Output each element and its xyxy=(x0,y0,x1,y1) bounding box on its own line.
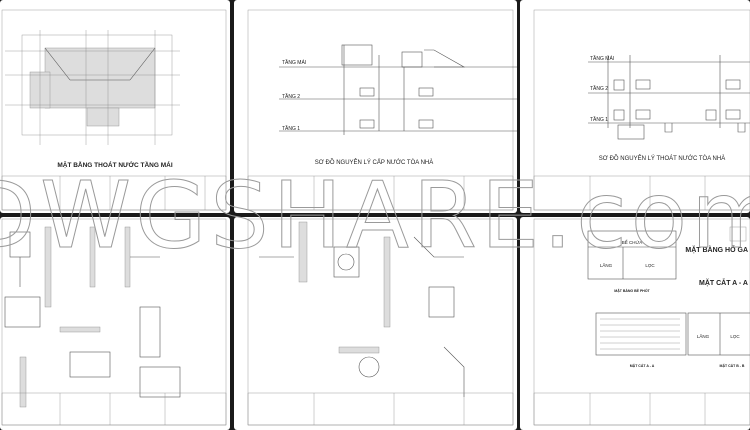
title-block xyxy=(1,392,227,426)
level-label: TẦNG 1 xyxy=(590,116,608,123)
section-settle-label: LẮNG xyxy=(697,332,710,339)
drawing-sheet-fixture-details[interactable] xyxy=(0,217,230,430)
drawing-sheet-water-supply-diagram[interactable]: TẦNG MÁI TẦNG 2 TẦNG 1 SƠ ĐỒ NGUYÊN LÝ C… xyxy=(234,0,517,213)
title-block xyxy=(533,392,750,426)
section-aa-label: MẶT CẮT A - A xyxy=(630,363,655,368)
sheet-title: SƠ ĐỒ NGUYÊN LÝ CẤP NƯỚC TÒA NHÀ xyxy=(315,158,434,166)
title-block xyxy=(247,392,514,426)
level-label: TẦNG 1 xyxy=(282,125,300,132)
title-block xyxy=(247,175,514,211)
level-label: TẦNG MÁI xyxy=(590,55,614,62)
settle-label: LẮNG xyxy=(600,261,613,268)
drawing-sheet-roof-drainage-plan[interactable]: MẶT BẰNG THOÁT NƯỚC TẦNG MÁI xyxy=(0,0,230,213)
section-bb-label: MẶT CẮT B - B xyxy=(720,363,745,368)
sheet-title: MẶT BẰNG THOÁT NƯỚC TẦNG MÁI xyxy=(57,159,172,169)
level-label: TẦNG 2 xyxy=(282,93,300,100)
level-label: TẦNG 2 xyxy=(590,85,608,92)
level-label: TẦNG MÁI xyxy=(282,59,306,66)
drawing-sheet-septic-tank[interactable]: BỂ CHỨA LẮNG LỌC MẶT BẰNG BỂ PHỐT MẶT BẰ… xyxy=(520,217,750,430)
filter-label: LỌC xyxy=(645,263,655,268)
plan-septic-label: MẶT BẰNG BỂ PHỐT xyxy=(614,288,650,293)
plan-pit-label: MẶT BẰNG HỐ GA xyxy=(685,244,748,254)
drawing-sheet-drainage-diagram[interactable]: TẦNG MÁI TẦNG 2 TẦNG 1 SƠ ĐỒ NGUYÊN LÝ T… xyxy=(520,0,750,213)
section-filter-label: LỌC xyxy=(730,334,740,339)
sheet-title: SƠ ĐỒ NGUYÊN LÝ THOÁT NƯỚC TÒA NHÀ xyxy=(599,154,725,162)
drawing-sheet-pipe-details[interactable] xyxy=(234,217,517,430)
title-block xyxy=(1,175,227,211)
roof-plan xyxy=(44,47,156,109)
section-pit-label: MẶT CẮT A - A xyxy=(699,278,748,287)
title-block xyxy=(533,175,750,211)
tank-label: BỂ CHỨA xyxy=(622,239,643,245)
